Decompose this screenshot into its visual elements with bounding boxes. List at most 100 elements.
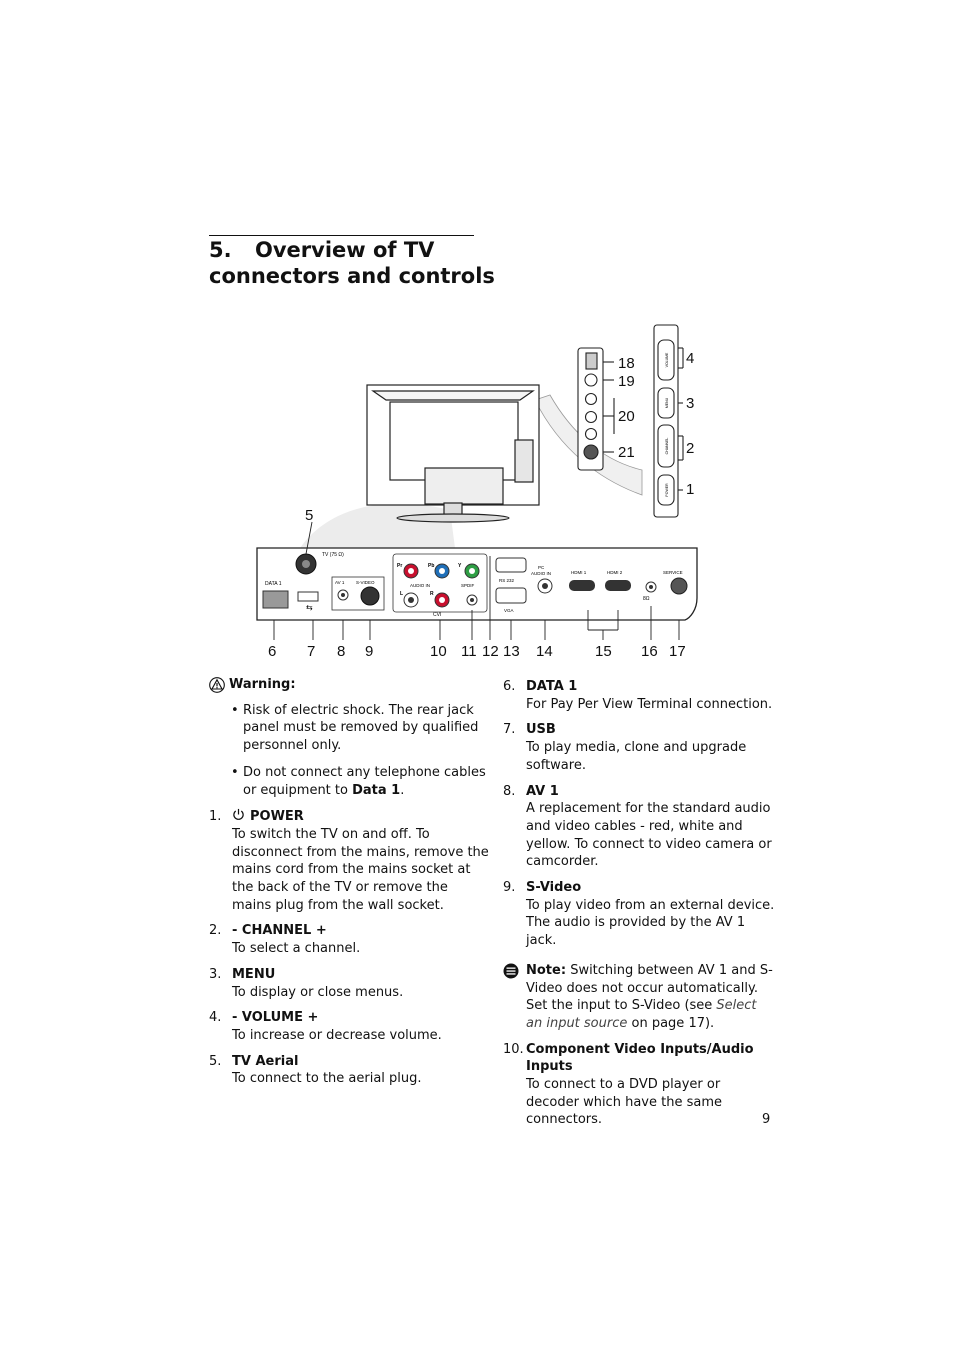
left-column: Warning: Risk of electric shock. The rea… <box>209 676 489 1096</box>
label-l: L <box>400 591 403 597</box>
item-desc: To connect to the aerial plug. <box>232 1071 422 1087</box>
callout-9: 9 <box>365 643 373 660</box>
item-title: DATA 1 <box>526 679 578 694</box>
label-data1: DATA 1 <box>265 581 282 587</box>
label-vga: VGA <box>504 608 514 613</box>
note-text: Switching between AV 1 and S-Video does … <box>526 962 773 1014</box>
item-number: 8. <box>503 783 516 799</box>
label-pr: Pr <box>397 563 402 569</box>
callout-1: 1 <box>686 481 694 498</box>
label-pc-audio-in: AUDIO IN <box>531 571 551 576</box>
side-label-channel: CHANNEL <box>665 438 669 455</box>
callout-17: 17 <box>669 643 686 660</box>
item-desc: To play media, clone and upgrade softwar… <box>526 740 747 773</box>
item-title: - VOLUME + <box>232 1010 319 1026</box>
label-pb: Pb <box>428 563 434 569</box>
connectors-diagram: VOLUME MENU CHANNEL POWER TV (75 Ω) DATA… <box>256 324 698 660</box>
note-icon <box>503 963 519 979</box>
item-desc: For Pay Per View Terminal connection. <box>526 696 773 712</box>
svideo-socket <box>360 586 380 606</box>
side-label-menu: MENU <box>665 397 669 408</box>
item-tv-aerial: 5. TV Aerial To connect to the aerial pl… <box>209 1053 489 1088</box>
callout-21: 21 <box>618 444 635 461</box>
item-number: 2. <box>209 923 222 939</box>
leader-lines <box>273 521 680 640</box>
item-title: USB <box>526 722 556 738</box>
note-label: Note: <box>526 962 567 978</box>
callout-14: 14 <box>536 643 553 660</box>
side-label-power: POWER <box>665 483 669 497</box>
callout-16: 16 <box>641 643 658 660</box>
label-headphone: 8Ω <box>643 596 650 602</box>
item-desc: To play video from an external device. T… <box>526 897 775 949</box>
item-cvi: 10. Component Video Inputs/Audio Inputs … <box>503 1041 775 1130</box>
label-r: R <box>430 591 434 597</box>
item-number: 4. <box>209 1010 222 1026</box>
item-desc: To switch the TV on and off. To disconne… <box>232 826 489 913</box>
panel-swoosh <box>300 503 455 548</box>
hdmi2-port <box>605 580 631 591</box>
label-spdif: SPDIF <box>461 583 475 588</box>
data1-port <box>262 590 289 609</box>
item-volume: 4. - VOLUME + To increase or decrease vo… <box>209 1009 489 1044</box>
callout-5: 5 <box>305 507 313 524</box>
warning-bullet-2-bold: Data 1 <box>352 782 401 798</box>
callout-2: 2 <box>686 440 694 457</box>
item-power: 1. POWER To switch the TV on and off. To… <box>209 808 489 914</box>
page-number: 9 <box>762 1112 771 1127</box>
callout-6: 6 <box>268 643 276 660</box>
service-socket <box>670 577 688 595</box>
item-desc: To select a channel. <box>232 941 361 957</box>
vga-port <box>495 587 527 604</box>
side-buttons-panel <box>653 324 684 518</box>
label-audio-in: AUDIO IN <box>410 583 430 588</box>
item-number: 10. <box>503 1041 524 1057</box>
note-link-text: Select an input source <box>526 998 757 1031</box>
item-number: 5. <box>209 1053 222 1069</box>
label-hdmi2: HDMI 2 <box>607 570 623 575</box>
section-title: 5.Overview of TV connectors and controls <box>209 237 509 289</box>
warning-heading: Warning: <box>209 676 489 694</box>
callout-4: 4 <box>686 350 694 367</box>
item-number: 6. <box>503 679 516 694</box>
item-title: Component Video Inputs/Audio Inputs <box>526 1041 754 1075</box>
label-av1: AV 1 <box>335 580 345 585</box>
callout-10: 10 <box>430 643 447 660</box>
item-title: POWER <box>250 809 304 825</box>
label-rs232: RS 232 <box>499 578 515 583</box>
warning-heading-text: Warning: <box>229 677 296 692</box>
title-rule <box>209 235 474 236</box>
label-tv-aerial: TV (75 Ω) <box>322 552 344 558</box>
usb-port <box>297 591 319 602</box>
item-menu: 3. MENU To display or close menus. <box>209 966 489 1001</box>
warning-bullet-2-end: . <box>400 782 405 798</box>
callout-11: 11 <box>461 643 477 660</box>
item-number: 9. <box>503 880 516 896</box>
rs232-port <box>495 557 527 573</box>
label-pc: PC <box>538 565 545 570</box>
hdmi1-port <box>569 580 595 591</box>
item-desc: To increase or decrease volume. <box>232 1027 442 1043</box>
item-title: S-Video <box>526 880 582 896</box>
item-data1: 6. DATA 1 For Pay Per View Terminal conn… <box>503 678 775 713</box>
item-desc: To connect to a DVD player or decoder wh… <box>526 1077 722 1128</box>
item-svideo: 9. S-Video To play video from an externa… <box>503 879 775 950</box>
callout-13: 13 <box>503 643 520 660</box>
item-number: 3. <box>209 966 222 982</box>
item-title: - CHANNEL + <box>232 923 327 939</box>
item-channel: 2. - CHANNEL + To select a channel. <box>209 922 489 957</box>
note-end: on page 17). <box>631 1015 715 1031</box>
callout-20: 20 <box>618 408 635 425</box>
callout-7: 7 <box>307 643 315 660</box>
warning-list: Risk of electric shock. The rear jack pa… <box>231 702 489 800</box>
callout-8: 8 <box>337 643 345 660</box>
callout-15: 15 <box>595 643 612 660</box>
warning-bullet-1: Risk of electric shock. The rear jack pa… <box>231 702 489 755</box>
item-desc: To display or close menus. <box>232 984 404 1000</box>
side-label-volume: VOLUME <box>665 352 669 367</box>
callout-3: 3 <box>686 395 694 412</box>
warning-bullet-2-text: Do not connect any telephone cables or e… <box>243 764 486 798</box>
section-title-text: Overview of TV connectors and controls <box>209 238 495 288</box>
warning-icon <box>209 676 225 693</box>
label-svideo: S-VIDEO <box>356 580 375 585</box>
